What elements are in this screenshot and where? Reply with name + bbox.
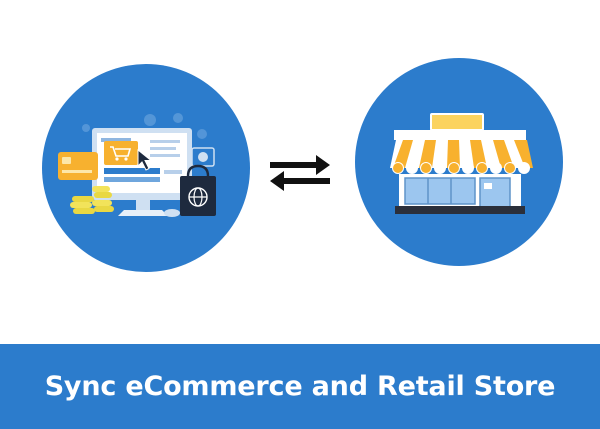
retail-store-group — [355, 58, 563, 266]
ecommerce-computer-icon — [92, 128, 192, 216]
banner-title: Sync eCommerce and Retail Store — [44, 371, 556, 402]
cursor-icon — [137, 148, 153, 171]
sync-arrows-icon — [270, 155, 330, 191]
illustration — [42, 58, 563, 272]
dollar-tag-icon — [191, 147, 215, 167]
coin-stack-icon — [70, 186, 114, 214]
awning — [390, 140, 533, 174]
mouse-icon — [164, 209, 180, 217]
shopping-bag-icon — [180, 164, 216, 216]
retail-store-icon — [390, 113, 533, 214]
background-coins — [82, 113, 207, 139]
ecommerce-group — [42, 64, 250, 272]
illustration-svg — [42, 58, 563, 272]
title-banner: Sync eCommerce and Retail Store — [0, 344, 600, 429]
credit-card-icon — [58, 152, 98, 180]
